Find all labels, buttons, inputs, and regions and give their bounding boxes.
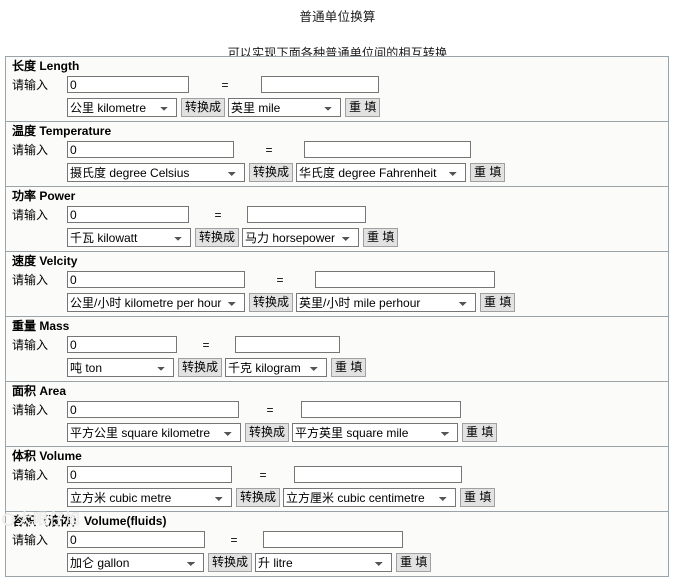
source-unit-select[interactable]: 加仑 gallon <box>67 553 204 572</box>
input-prompt-label: 请输入 <box>12 77 49 92</box>
convert-button[interactable]: 转换成 <box>249 293 294 312</box>
page-title: 普通单位换算 <box>299 10 376 24</box>
source-unit-select[interactable]: 摄氏度 degree Celsius <box>67 163 245 182</box>
convert-button[interactable]: 转换成 <box>249 163 294 182</box>
convert-button[interactable]: 转换成 <box>208 553 253 572</box>
target-unit-select[interactable]: 升 litre <box>255 553 393 572</box>
equals-sign: = <box>266 402 274 417</box>
section-title: 功率 Power <box>12 189 76 203</box>
input-prompt-label: 请输入 <box>12 402 49 417</box>
section-title: 面积 Area <box>12 384 67 398</box>
target-unit-select[interactable]: 平方英里 square mile <box>292 423 459 442</box>
reset-button[interactable]: 重 填 <box>331 358 367 377</box>
input-prompt-label: 请输入 <box>12 467 49 482</box>
section-title: 容积（液体）Volume(fluids) <box>12 514 167 528</box>
reset-button[interactable]: 重 填 <box>396 553 432 572</box>
reset-button[interactable]: 重 填 <box>363 228 399 247</box>
section-title: 重量 Mass <box>12 319 70 333</box>
input-prompt-label: 请输入 <box>12 272 49 287</box>
converter-section-temperature: 温度 Temperature 请输入 = 摄氏度 degree Celsius转换成华… <box>6 122 668 187</box>
target-unit-select[interactable]: 马力 horsepower <box>242 228 360 247</box>
source-value-input[interactable] <box>67 76 189 93</box>
reset-button[interactable]: 重 填 <box>462 423 498 442</box>
result-value-input[interactable] <box>301 401 461 418</box>
source-value-input[interactable] <box>67 141 234 158</box>
equals-sign: = <box>230 532 238 547</box>
source-unit-select[interactable]: 千瓦 kilowatt <box>67 228 191 247</box>
source-unit-select[interactable]: 公里/小时 kilometre per hour <box>67 293 245 312</box>
equals-sign: = <box>202 337 210 352</box>
target-unit-select[interactable]: 千克 kilogram <box>225 358 328 377</box>
section-title: 长度 Length <box>12 59 80 73</box>
result-value-input[interactable] <box>235 336 340 353</box>
input-prompt-label: 请输入 <box>12 207 49 222</box>
input-prompt-label: 请输入 <box>12 337 49 352</box>
target-unit-select[interactable]: 英里/小时 mile perhour <box>296 293 477 312</box>
equals-sign: = <box>259 467 267 482</box>
source-value-input[interactable] <box>67 336 177 353</box>
source-unit-select[interactable]: 平方公里 square kilometre <box>67 423 241 442</box>
source-value-input[interactable] <box>67 206 189 223</box>
equals-sign: = <box>265 142 273 157</box>
convert-button[interactable]: 转换成 <box>236 488 281 507</box>
convert-button[interactable]: 转换成 <box>181 98 226 117</box>
converter-section-velocity: 速度 Velcity 请输入 = 公里/小时 kilometre per hour转换… <box>6 252 668 317</box>
source-unit-select[interactable]: 吨 ton <box>67 358 174 377</box>
reset-button[interactable]: 重 填 <box>345 98 381 117</box>
target-unit-select[interactable]: 立方厘米 cubic centimetre <box>283 488 457 507</box>
result-value-input[interactable] <box>247 206 366 223</box>
result-value-input[interactable] <box>315 271 495 288</box>
convert-button[interactable]: 转换成 <box>178 358 223 377</box>
target-unit-select[interactable]: 华氏度 degree Fahrenheit <box>296 163 467 182</box>
source-value-input[interactable] <box>67 466 232 483</box>
convert-button[interactable]: 转换成 <box>195 228 240 247</box>
converter-section-area: 面积 Area 请输入 = 平方公里 square kilometre转换成平方英里 … <box>6 382 668 447</box>
convert-button[interactable]: 转换成 <box>245 423 290 442</box>
equals-sign: = <box>221 77 229 92</box>
reset-button[interactable]: 重 填 <box>480 293 516 312</box>
section-title: 温度 Temperature <box>12 124 112 138</box>
input-prompt-label: 请输入 <box>12 532 49 547</box>
equals-sign: = <box>276 272 284 287</box>
section-title: 速度 Velcity <box>12 254 78 268</box>
result-value-input[interactable] <box>261 76 379 93</box>
source-value-input[interactable] <box>67 271 245 288</box>
reset-button[interactable]: 重 填 <box>470 163 506 182</box>
source-unit-select[interactable]: 立方米 cubic metre <box>67 488 232 507</box>
result-value-input[interactable] <box>304 141 471 158</box>
result-value-input[interactable] <box>294 466 462 483</box>
section-title: 体积 Volume <box>12 449 82 463</box>
target-unit-select[interactable]: 英里 mile <box>228 98 342 117</box>
equals-sign: = <box>214 207 222 222</box>
source-value-input[interactable] <box>67 401 239 418</box>
source-unit-select[interactable]: 公里 kilometre <box>67 98 177 117</box>
reset-button[interactable]: 重 填 <box>460 488 496 507</box>
input-prompt-label: 请输入 <box>12 142 49 157</box>
